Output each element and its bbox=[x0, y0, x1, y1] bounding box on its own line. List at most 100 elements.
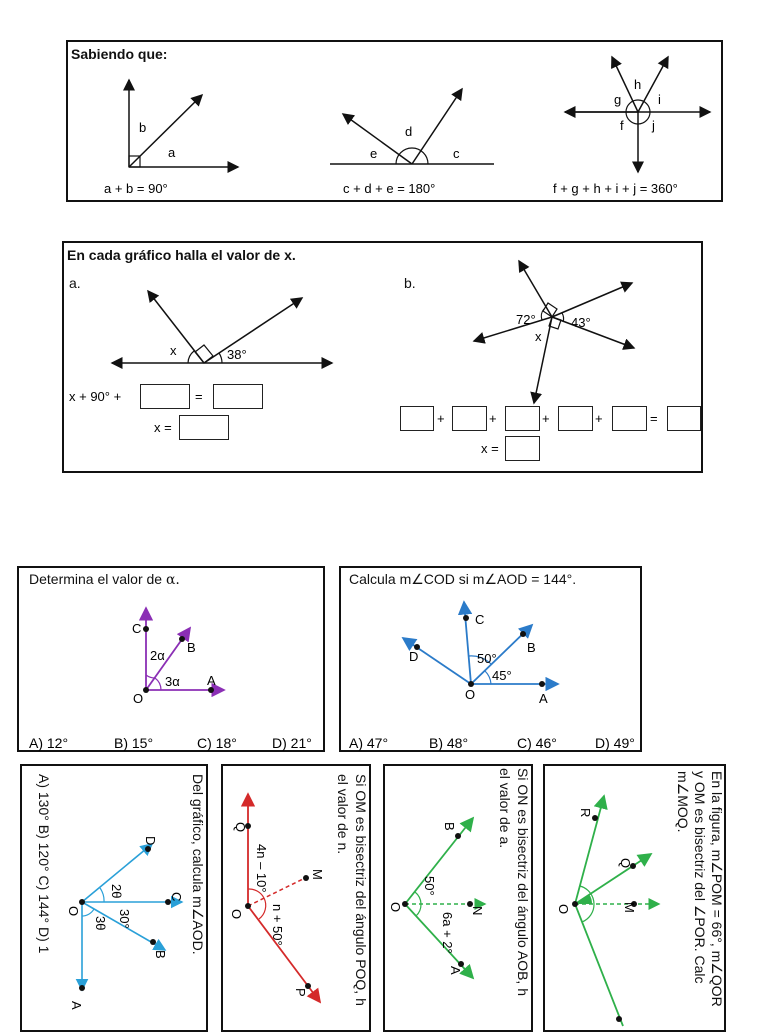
a-answer-box-1[interactable] bbox=[140, 384, 190, 409]
p3-point-B bbox=[150, 939, 156, 945]
p5-point-O bbox=[402, 901, 408, 907]
b-x-eq: x = bbox=[481, 441, 499, 456]
b-label-43: 43° bbox=[571, 315, 591, 330]
b-equals: = bbox=[650, 411, 658, 426]
p3-arc-2t bbox=[99, 887, 105, 903]
p1-arc-2a bbox=[145, 674, 156, 679]
p6-ray-OR bbox=[574, 794, 608, 905]
fig3-label-h: h bbox=[634, 77, 641, 92]
p2-label-50: 50° bbox=[477, 651, 497, 666]
part-a-label: a. bbox=[69, 275, 81, 291]
b-answer-box-1[interactable] bbox=[400, 406, 434, 431]
p6-point-M bbox=[631, 901, 637, 907]
known-facts-box: Sabiendo que: b a a + b = 90° d e c c + … bbox=[66, 40, 723, 202]
p1-label-B: B bbox=[187, 640, 196, 655]
p4-label-O: O bbox=[229, 909, 244, 919]
a-eq-start: x + 90° + bbox=[69, 389, 121, 404]
p2-label-D: D bbox=[409, 649, 418, 664]
problem6-box: En la figura, m∠POM = 66°, m∠QOR y OM es… bbox=[543, 764, 726, 1032]
b-right-angle-mark-top bbox=[542, 302, 558, 318]
b-ray-right-up bbox=[551, 281, 634, 318]
fig3-formula: f + g + h + i + j = 360° bbox=[553, 181, 678, 196]
a-ray-left bbox=[147, 289, 205, 364]
p4-label-M: M bbox=[310, 869, 325, 880]
problem4-figure: Q O M P 4n – 10° n + 50° bbox=[229, 792, 325, 1004]
b-arc-72 bbox=[540, 308, 545, 321]
b-ray-up bbox=[518, 259, 553, 318]
p2-point-O bbox=[468, 681, 474, 687]
fig3-label-i: i bbox=[658, 92, 661, 107]
exercise-box: En cada gráfico halla el valor de x. a. … bbox=[62, 241, 703, 473]
fig2-label-d: d bbox=[405, 124, 412, 139]
p6-shaded-angle bbox=[575, 894, 593, 904]
p3-label-B: B bbox=[153, 950, 168, 959]
p1-point-O bbox=[143, 687, 149, 693]
known-facts-figures: b a a + b = 90° d e c c + d + e = 180° h… bbox=[104, 55, 712, 196]
part-b-label: b. bbox=[404, 275, 416, 291]
fig1-formula: a + b = 90° bbox=[104, 181, 168, 196]
p2-point-B bbox=[520, 631, 526, 637]
b-answer-box-x[interactable] bbox=[505, 436, 540, 461]
p3-label-C: C bbox=[169, 892, 184, 901]
p6-label-R: R bbox=[578, 808, 593, 817]
a-label-x: x bbox=[170, 343, 177, 358]
fig3-circle bbox=[625, 99, 651, 125]
p5-point-B bbox=[455, 833, 461, 839]
p4-arc-2 bbox=[258, 897, 267, 920]
p2-option-c: C) 46° bbox=[517, 735, 557, 751]
fig2-label-e: e bbox=[370, 146, 377, 161]
p4-label-P: P bbox=[293, 988, 308, 997]
b-answer-box-6[interactable] bbox=[667, 406, 701, 431]
b-answer-box-4[interactable] bbox=[558, 406, 593, 431]
b-label-72: 72° bbox=[516, 312, 536, 327]
problem1-figure: C B O A 2α 3α A) 12° B) 15° C) 18° D) 21… bbox=[29, 606, 312, 751]
p6-ray-OP bbox=[574, 903, 624, 1027]
b-answer-box-2[interactable] bbox=[452, 406, 487, 431]
b-ray-right-down bbox=[551, 316, 636, 350]
fig3-label-j: j bbox=[651, 118, 655, 133]
problem2-figure: C B D O A 50° 45° A) 47° B) 48° C) 46° D… bbox=[349, 600, 635, 751]
p3-label-O: O bbox=[66, 906, 81, 916]
problem5-box: Si ON es bisectriz del ángulo AOB, h el … bbox=[383, 764, 533, 1032]
p6-label-Q: Q bbox=[618, 858, 633, 868]
a-answer-box-x[interactable] bbox=[179, 415, 229, 440]
problem2-title: Calcula m∠COD si m∠AOD = 144°. bbox=[349, 571, 577, 587]
p3-label-2t: 2θ bbox=[109, 884, 124, 898]
exercise-figures: x 38° x + 90° + = x = 72° 43° x + + + + … bbox=[69, 259, 658, 456]
p3-point-C bbox=[165, 899, 171, 905]
p2-option-b: B) 48° bbox=[429, 735, 468, 751]
p1-option-b: B) 15° bbox=[114, 735, 153, 751]
a-ray-right bbox=[203, 297, 304, 364]
fig3-ray-upleft bbox=[611, 55, 639, 113]
p2-point-C bbox=[463, 615, 469, 621]
p5-label-ang1: 50° bbox=[422, 876, 437, 896]
problem3-box: Del gráfico, calcula m∠AOD. A) 130° B) 1… bbox=[20, 764, 208, 1032]
b-ray-down bbox=[530, 316, 553, 405]
p2-arc-50 bbox=[468, 655, 492, 665]
problem6-figure: R O Q M bbox=[556, 794, 661, 1027]
p4-point-O bbox=[245, 903, 251, 909]
p3-point-A bbox=[79, 985, 85, 991]
p6-arc-2 bbox=[581, 903, 595, 923]
b-plus-1: + bbox=[437, 411, 445, 426]
p5-label-B: B bbox=[442, 822, 457, 831]
p4-label-Q: Q bbox=[233, 822, 248, 832]
p1-label-3a: 3α bbox=[165, 674, 180, 689]
b-answer-box-3[interactable] bbox=[505, 406, 540, 431]
p4-point-Q bbox=[245, 823, 251, 829]
b-plus-2: + bbox=[489, 411, 497, 426]
p6-point-O bbox=[572, 901, 578, 907]
problem5-figure: B O N A 50° 6a + 2° bbox=[388, 816, 487, 980]
a-arc-38 bbox=[218, 352, 223, 364]
p1-label-C: C bbox=[132, 621, 141, 636]
a-answer-box-2[interactable] bbox=[213, 384, 263, 409]
section2-title: En cada gráfico halla el valor de x. bbox=[67, 247, 296, 263]
p1-point-A bbox=[208, 687, 214, 693]
p3-arc-3t bbox=[81, 908, 95, 917]
fig2-arc bbox=[395, 147, 429, 165]
p1-option-a: A) 12° bbox=[29, 735, 68, 751]
fig2-ray-right bbox=[411, 87, 463, 165]
p2-option-a: A) 47° bbox=[349, 735, 388, 751]
b-answer-box-5[interactable] bbox=[612, 406, 647, 431]
p3-label-A: A bbox=[69, 1001, 84, 1010]
